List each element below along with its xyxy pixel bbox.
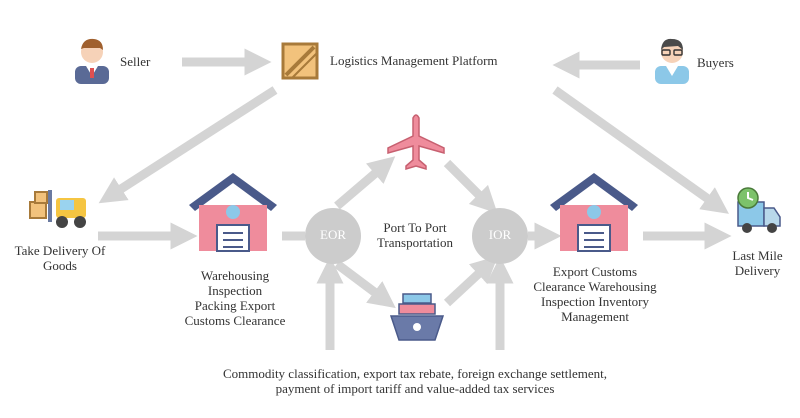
flow-arrows	[98, 48, 732, 350]
warehouse-right-label: Export Customs Clearance Warehousing Ins…	[515, 264, 675, 324]
services-line: Commodity classification, export tax reb…	[222, 366, 608, 381]
arrow-platform-to-lastmile	[552, 86, 729, 214]
last-mile-label: Last Mile Delivery	[715, 248, 800, 278]
port-to-port-line: Transportation	[376, 235, 454, 250]
airplane-icon	[387, 114, 445, 171]
buyer-icon	[655, 38, 689, 84]
seller-icon	[75, 38, 109, 84]
warehouse-left-line: Inspection	[207, 283, 263, 298]
ship-icon	[389, 293, 445, 341]
ior-circle	[472, 208, 528, 264]
warehouse-left-label: Warehousing Inspection Packing Export Cu…	[165, 268, 305, 328]
port-to-port-label: Port To Port Transportation	[360, 220, 470, 250]
warehouse-right-line: Management	[561, 309, 629, 324]
arrow-eor-to-ship	[334, 260, 396, 309]
platform-label: Logistics Management Platform	[330, 53, 498, 68]
warehouse-left-line: Customs Clearance	[184, 313, 286, 328]
port-to-port-line: Port To Port	[383, 220, 447, 235]
warehouse-left-icon	[189, 173, 277, 252]
last-mile-line: Last Mile	[732, 248, 783, 263]
warehouse-left-line: Packing Export	[194, 298, 276, 313]
eor-circle	[305, 208, 361, 264]
take-delivery-line: Take Delivery Of	[14, 243, 106, 258]
take-delivery-line: Goods	[43, 258, 77, 273]
warehouse-right-line: Inspection Inventory	[541, 294, 649, 309]
warehouse-right-line: Export Customs	[552, 264, 638, 279]
warehouse-left-line: Warehousing	[200, 268, 270, 283]
forklift-icon	[29, 190, 86, 228]
arrow-platform-to-pickup	[98, 86, 278, 204]
box-icon	[281, 42, 319, 80]
take-delivery-label: Take Delivery Of Goods	[0, 243, 120, 273]
delivery-truck-icon	[737, 187, 781, 233]
seller-label: Seller	[120, 54, 151, 69]
services-line: payment of import tariff and value-added…	[275, 381, 555, 396]
arrow-eor-to-plane	[334, 156, 396, 210]
eor-label: EOR	[320, 227, 346, 242]
last-mile-line: Delivery	[734, 263, 781, 278]
arrow-ship-to-ior	[443, 255, 498, 307]
ior-label: IOR	[488, 227, 512, 242]
buyers-label: Buyers	[697, 55, 734, 70]
warehouse-right-line: Clearance Warehousing	[533, 279, 657, 294]
warehouse-right-icon	[550, 173, 638, 252]
services-label: Commodity classification, export tax reb…	[150, 366, 680, 396]
arrow-plane-to-ior	[443, 159, 498, 214]
